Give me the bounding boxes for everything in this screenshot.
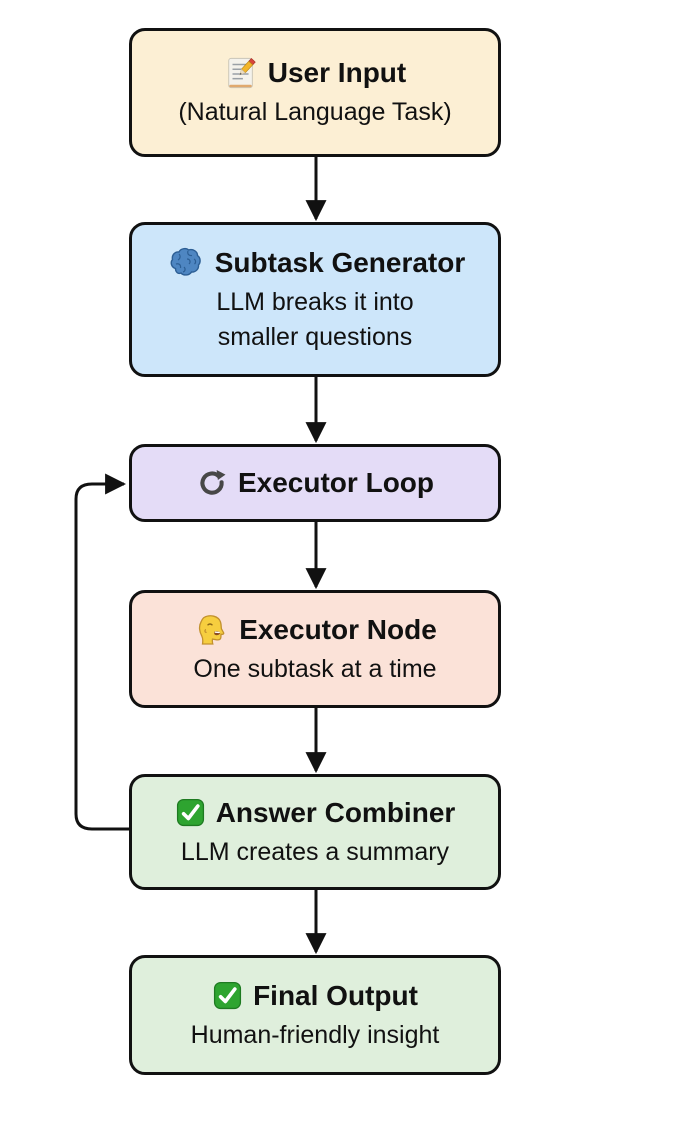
node-title-row: Subtask Generator bbox=[165, 245, 466, 281]
node-subtitle: Human-friendly insight bbox=[190, 1020, 440, 1049]
node-title: Executor Loop bbox=[237, 466, 434, 498]
node-subtitle: LLM breaks it into smaller questions bbox=[216, 288, 414, 351]
node-answer-combiner: Answer Combiner LLM creates a summary bbox=[129, 774, 501, 890]
check-mark-icon bbox=[214, 982, 242, 1010]
node-title: Subtask Generator bbox=[214, 246, 466, 278]
check-mark-icon bbox=[176, 799, 204, 827]
node-executor-node: Executor Node One subtask at a time bbox=[129, 590, 501, 708]
node-title-row: Executor Loop bbox=[196, 465, 434, 501]
node-title-row: Answer Combiner bbox=[175, 795, 456, 831]
node-title-row: User Input bbox=[224, 55, 406, 91]
memo-icon bbox=[228, 58, 256, 89]
node-title: Answer Combiner bbox=[215, 796, 456, 828]
node-final-output: Final Output Human-friendly insight bbox=[129, 955, 501, 1075]
brain-icon bbox=[170, 247, 201, 276]
loop-back-arrow bbox=[74, 473, 129, 831]
node-subtitle: One subtask at a time bbox=[193, 654, 437, 683]
node-title: User Input bbox=[267, 57, 407, 89]
node-title: Executor Node bbox=[239, 613, 437, 645]
speaking-head-icon bbox=[199, 614, 225, 645]
node-executor-loop: Executor Loop bbox=[129, 444, 501, 522]
node-user-input: User Input (Natural Language Task) bbox=[129, 28, 501, 157]
node-title-row: Final Output bbox=[212, 978, 418, 1014]
node-subtitle: (Natural Language Task) bbox=[178, 98, 452, 127]
node-subtitle: LLM creates a summary bbox=[180, 837, 450, 866]
node-subtask-generator: Subtask Generator LLM breaks it into sma… bbox=[129, 222, 501, 377]
node-title: Final Output bbox=[253, 979, 418, 1011]
node-title-row: Executor Node bbox=[193, 612, 437, 648]
refresh-icon bbox=[200, 470, 226, 495]
